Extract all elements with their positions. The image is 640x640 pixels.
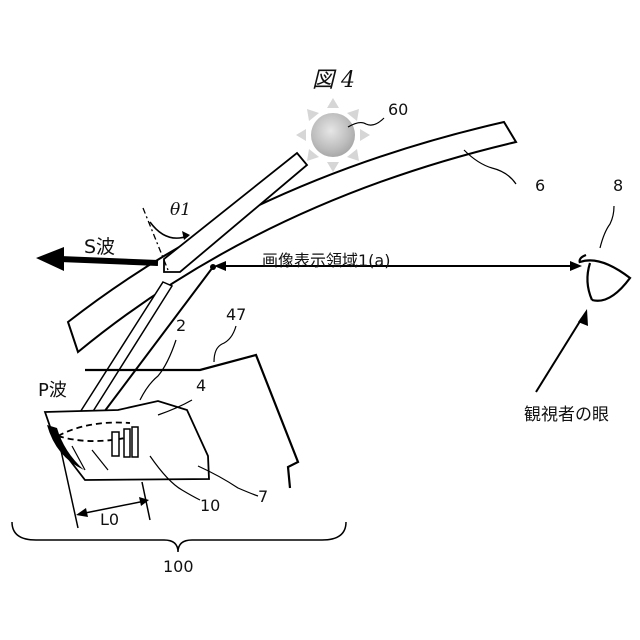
s-wave-arrow: [60, 259, 158, 263]
eye-icon: [580, 255, 630, 301]
label-s-wave: S波: [84, 232, 115, 259]
sun-icon: [296, 98, 370, 172]
label-theta: θ1: [170, 200, 191, 220]
theta-arc: [150, 222, 188, 238]
label-hud-cover-47: 47: [226, 305, 246, 324]
device-brace: [12, 522, 346, 552]
label-part-2: 2: [176, 316, 186, 335]
label-sun-60: 60: [388, 100, 408, 119]
leader-7: [198, 466, 258, 496]
display-plate-a: [112, 432, 119, 456]
leader-6: [464, 150, 516, 184]
leader-47: [214, 326, 236, 362]
figure-title: 図 4: [312, 62, 355, 94]
label-image-region: 画像表示領域1(a): [262, 247, 390, 271]
label-device-100: 100: [163, 557, 194, 576]
display-plate-b: [124, 429, 130, 457]
display-plate-c: [132, 427, 138, 457]
label-part-10: 10: [200, 496, 220, 515]
observer-arrow: [536, 318, 582, 392]
leader-8: [600, 206, 614, 248]
label-p-wave: P波: [38, 376, 67, 402]
label-windshield-6: 6: [535, 176, 545, 195]
label-observer-eye: 観視者の眼: [524, 400, 609, 425]
label-part-7: 7: [258, 487, 268, 506]
leader-60: [348, 118, 384, 127]
label-distance-l0: L0: [100, 510, 119, 529]
label-eye-8: 8: [613, 176, 623, 195]
label-part-4: 4: [196, 376, 206, 395]
s-wave-arrowhead: [36, 247, 64, 271]
